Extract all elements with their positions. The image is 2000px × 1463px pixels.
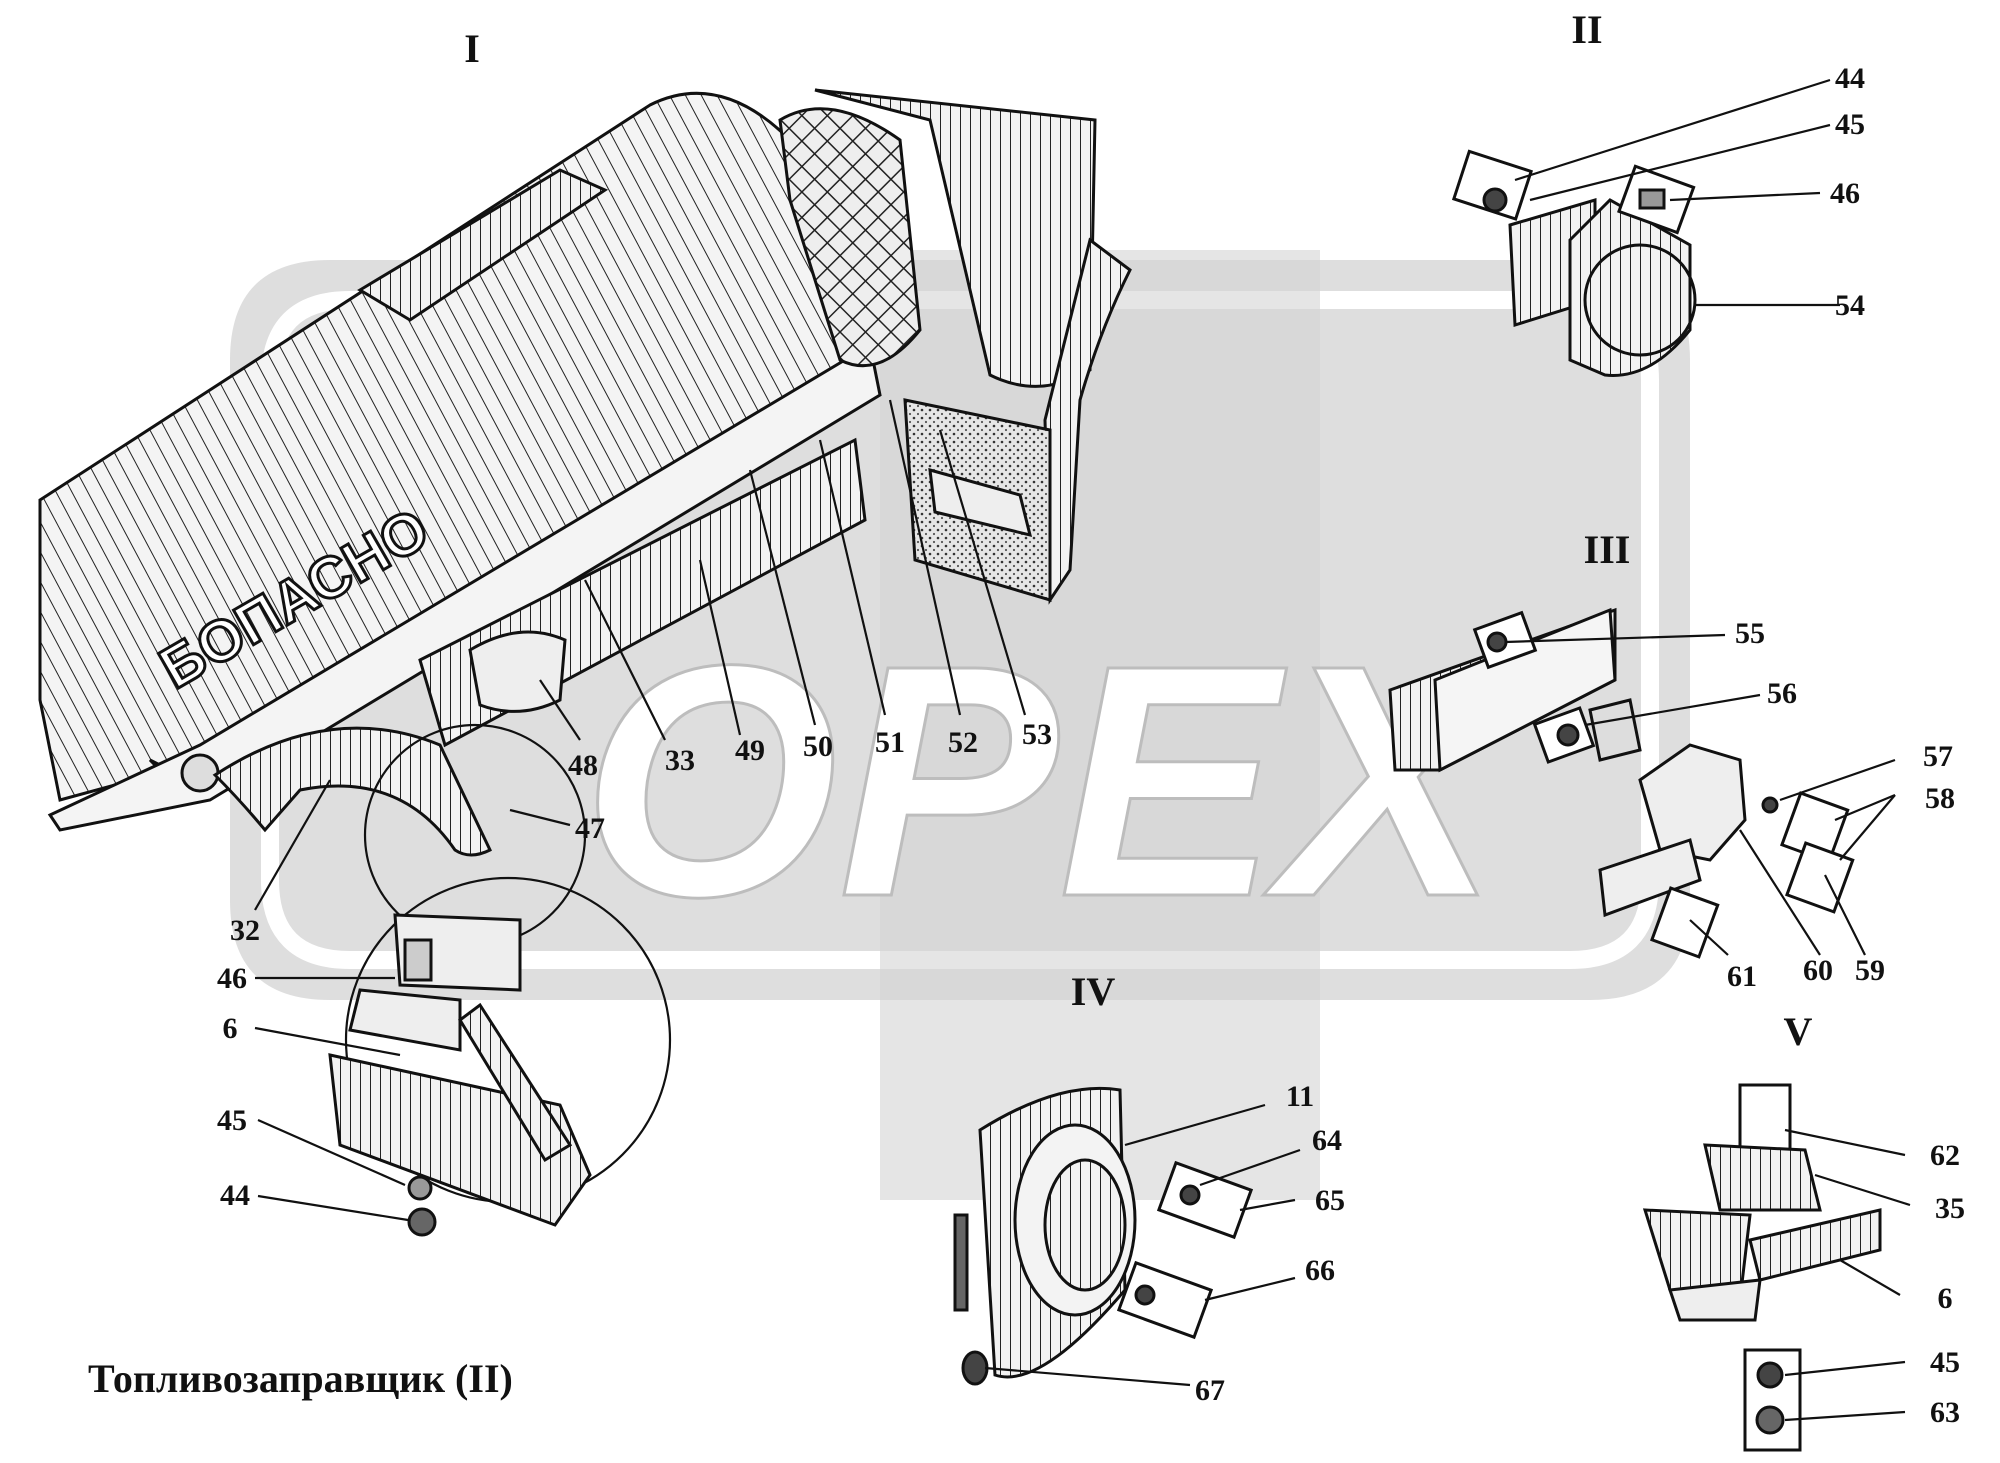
watermark-text: OPEX — [580, 595, 1517, 967]
view-I-detail-circles — [328, 723, 672, 1237]
callout-48: 48 — [568, 749, 598, 782]
callout-6-detail: 6 — [223, 1012, 238, 1045]
callout-49: 49 — [735, 734, 765, 767]
leader-lines — [254, 78, 1911, 1422]
callout-61: 61 — [1727, 960, 1757, 993]
callout-65: 65 — [1315, 1184, 1345, 1217]
callout-45-detail: 45 — [217, 1104, 247, 1137]
callout-55: 55 — [1735, 617, 1765, 650]
callout-45-v: 45 — [1930, 1346, 1960, 1379]
callout-53: 53 — [1022, 718, 1052, 751]
callout-66: 66 — [1305, 1254, 1335, 1287]
callout-11: 11 — [1286, 1080, 1314, 1113]
callout-59: 59 — [1855, 954, 1885, 987]
view-III-bracket — [1388, 607, 1855, 959]
view-I-tank-assembly: БОПАСНО — [38, 88, 1132, 857]
callout-44-detail: 44 — [220, 1179, 250, 1212]
view-V-bracket — [1642, 1083, 1882, 1452]
view-I-label: I — [464, 26, 480, 71]
diagram-caption: Топливозаправщик (II) — [88, 1356, 513, 1401]
callout-45: 45 — [1835, 108, 1865, 141]
callout-51: 51 — [875, 726, 905, 759]
view-IV-label: IV — [1071, 969, 1116, 1014]
callout-46: 46 — [1830, 177, 1860, 210]
callout-50: 50 — [803, 730, 833, 763]
callout-47: 47 — [575, 812, 605, 845]
callout-64: 64 — [1312, 1124, 1342, 1157]
callout-numbers: 32 33 47 48 49 50 51 52 53 46 6 45 44 44… — [217, 62, 1965, 1429]
svg-text:OPEX: OPEX — [581, 596, 1515, 965]
callout-32: 32 — [230, 914, 260, 947]
callout-54: 54 — [1835, 289, 1865, 322]
callout-57: 57 — [1923, 740, 1953, 773]
view-III-label: III — [1584, 527, 1631, 572]
callout-63: 63 — [1930, 1396, 1960, 1429]
view-IV-lamp — [953, 1086, 1254, 1386]
callout-52: 52 — [948, 726, 978, 759]
callout-62: 62 — [1930, 1139, 1960, 1172]
callout-58: 58 — [1925, 782, 1955, 815]
view-V-label: V — [1784, 1009, 1813, 1054]
view-II-clamp — [1451, 149, 1697, 377]
callout-60: 60 — [1803, 954, 1833, 987]
callout-44: 44 — [1835, 62, 1865, 95]
callout-67: 67 — [1195, 1374, 1225, 1407]
callout-6: 6 — [1938, 1282, 1953, 1315]
view-labels: I II III IV V — [464, 7, 1812, 1054]
callout-33: 33 — [665, 744, 695, 777]
callout-56: 56 — [1767, 677, 1797, 710]
callout-35: 35 — [1935, 1192, 1965, 1225]
callout-46-detail: 46 — [217, 962, 247, 995]
view-II-label: II — [1571, 7, 1602, 52]
